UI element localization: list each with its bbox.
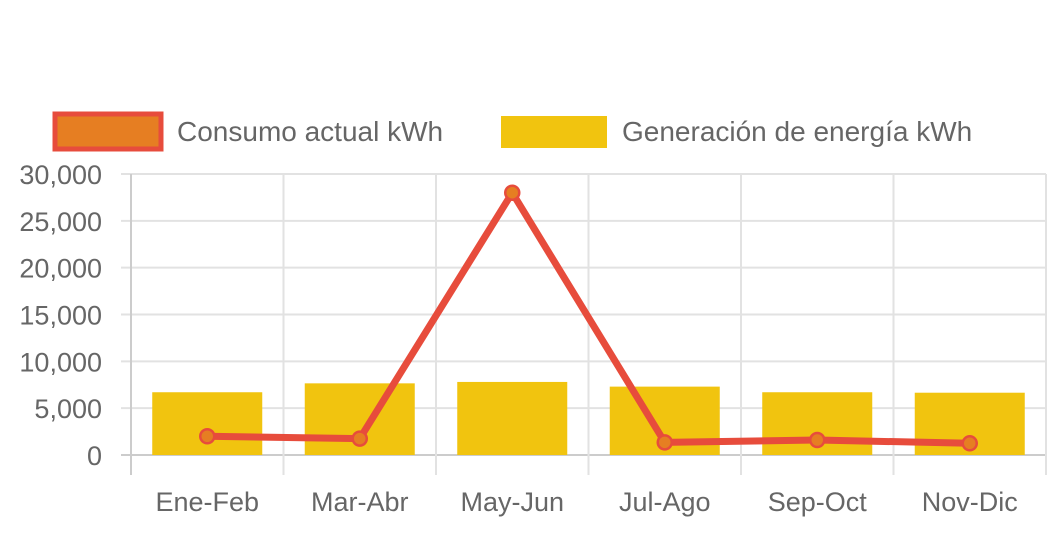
y-tick-label: 15,000 bbox=[19, 301, 102, 331]
y-tick-label: 20,000 bbox=[19, 254, 102, 284]
x-tick-label: Nov-Dic bbox=[922, 487, 1018, 517]
point-consumo bbox=[961, 435, 978, 452]
point-consumo bbox=[656, 434, 673, 451]
y-tick-label: 10,000 bbox=[19, 347, 102, 377]
legend-swatch-consumo bbox=[52, 111, 164, 152]
legend-label-generacion: Generación de energía kWh bbox=[622, 116, 972, 147]
bar-generacion bbox=[457, 381, 568, 455]
point-consumo bbox=[199, 428, 216, 445]
x-tick-label: Ene-Feb bbox=[155, 487, 259, 517]
point-consumo bbox=[809, 431, 826, 449]
legend-item-generacion[interactable]: Generación de energía kWh bbox=[501, 116, 972, 148]
legend-item-consumo[interactable]: Consumo actual kWh bbox=[52, 111, 443, 152]
legend-label-consumo: Consumo actual kWh bbox=[177, 116, 443, 147]
point-consumo bbox=[504, 184, 521, 201]
x-tick-label: May-Jun bbox=[460, 487, 564, 517]
bar-generacion bbox=[152, 392, 263, 455]
y-tick-label: 30,000 bbox=[19, 160, 102, 190]
legend-swatch-generacion bbox=[501, 116, 607, 148]
y-tick-label: 25,000 bbox=[19, 207, 102, 237]
y-tick-label: 5,000 bbox=[34, 394, 102, 424]
x-tick-label: Mar-Abr bbox=[311, 487, 409, 517]
legend: Consumo actual kWh Generación de energía… bbox=[52, 111, 972, 152]
x-tick-label: Jul-Ago bbox=[619, 487, 711, 517]
y-tick-label: 0 bbox=[87, 441, 102, 471]
x-tick-label: Sep-Oct bbox=[768, 487, 868, 517]
point-consumo bbox=[351, 430, 368, 447]
line-consumo bbox=[207, 189, 970, 447]
